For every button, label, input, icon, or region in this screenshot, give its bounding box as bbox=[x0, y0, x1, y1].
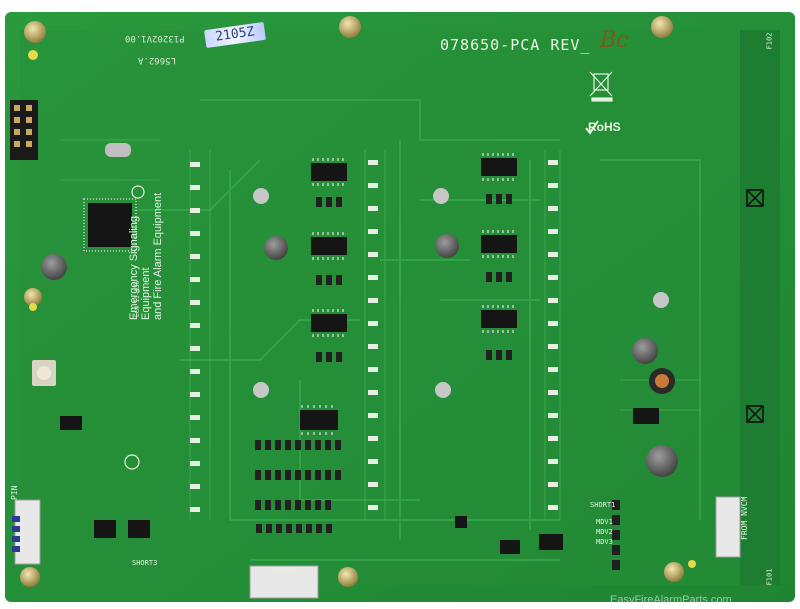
mdv2-label: MDV2 bbox=[596, 528, 613, 536]
short3-label: SHORT3 bbox=[132, 559, 158, 567]
fuse-f102-label: F102 bbox=[765, 32, 774, 50]
white-connectors bbox=[12, 496, 741, 599]
weee-symbol bbox=[589, 71, 613, 102]
mdv1-label: MDV1 bbox=[596, 518, 613, 526]
ic-u4 bbox=[300, 410, 338, 430]
fuse-f101-label: F101 bbox=[765, 568, 774, 586]
cap-right-1 bbox=[632, 338, 658, 364]
screw-left-mid bbox=[24, 288, 42, 306]
ic-u11 bbox=[128, 520, 150, 538]
watermark: EasyFireAlarmParts.com bbox=[610, 594, 732, 606]
screw-bottom-right bbox=[664, 562, 684, 582]
mdv3-label: MDV3 bbox=[596, 538, 613, 546]
connector-pin-label: PIN bbox=[10, 485, 19, 500]
screw-bottom-center bbox=[338, 567, 358, 587]
soic-chips bbox=[60, 158, 659, 554]
connector-vcm-label: FROM NVCM bbox=[740, 496, 749, 540]
revision-mark: Bc bbox=[600, 28, 629, 53]
crystal bbox=[105, 143, 131, 157]
ic-u5 bbox=[481, 158, 517, 176]
cap-mid-2 bbox=[435, 234, 459, 258]
mounting-screws bbox=[20, 16, 684, 587]
smd-resistors bbox=[255, 194, 620, 570]
pin-header-pins bbox=[14, 105, 32, 147]
standoff-1 bbox=[253, 188, 269, 204]
ic-u3 bbox=[311, 314, 347, 332]
led-column-mid bbox=[368, 160, 378, 510]
led-column-right bbox=[548, 160, 558, 510]
ic-legs bbox=[301, 153, 514, 435]
ic-u12 bbox=[500, 540, 520, 554]
caption-line-2: Equipment bbox=[140, 267, 152, 320]
standoff-3 bbox=[253, 382, 269, 398]
standoff-4 bbox=[435, 382, 451, 398]
ic-u14 bbox=[455, 516, 467, 528]
screw-top-right bbox=[651, 16, 673, 38]
screw-bottom-left bbox=[20, 567, 40, 587]
ic-u1 bbox=[311, 163, 347, 181]
lot-code: L5662.A bbox=[138, 55, 176, 65]
ic-u6 bbox=[481, 235, 517, 253]
connector-right bbox=[715, 496, 741, 558]
screw-top-center bbox=[339, 16, 361, 38]
ecn-label: ECN 11-836 bbox=[134, 280, 141, 317]
board-edge-strip bbox=[740, 30, 780, 585]
ic-u2 bbox=[311, 237, 347, 255]
cap-left bbox=[41, 254, 67, 280]
microcontroller-chip bbox=[88, 203, 132, 247]
short1-label: SHORT1 bbox=[590, 501, 616, 509]
cap-mid-1 bbox=[264, 236, 288, 260]
board-part-number: 078650-PCA REV_ bbox=[440, 36, 591, 54]
standoff-2 bbox=[433, 188, 449, 204]
electrolytic-capacitors bbox=[41, 234, 678, 477]
firmware-code: P13202V1.00 bbox=[125, 33, 185, 43]
x-markers bbox=[746, 189, 764, 423]
ic-u13 bbox=[539, 534, 563, 550]
ic-u10 bbox=[94, 520, 116, 538]
ic-u7 bbox=[481, 310, 517, 328]
rohs-label: RoHS bbox=[588, 120, 621, 134]
screw-top-left bbox=[24, 21, 46, 43]
cap-right-2 bbox=[646, 445, 678, 477]
ul-logo bbox=[124, 185, 145, 470]
led-column-left bbox=[190, 162, 200, 512]
standoff-5 bbox=[653, 292, 669, 308]
short2-label: SHORT2 bbox=[270, 567, 296, 575]
rohs-check-icon bbox=[585, 120, 599, 135]
ic-u8 bbox=[633, 408, 659, 424]
caption-line-3: and Fire Alarm Equipment bbox=[152, 192, 164, 320]
microcontroller-pins bbox=[83, 198, 137, 252]
connector-bottom bbox=[249, 565, 319, 599]
ic-u9 bbox=[60, 416, 82, 430]
